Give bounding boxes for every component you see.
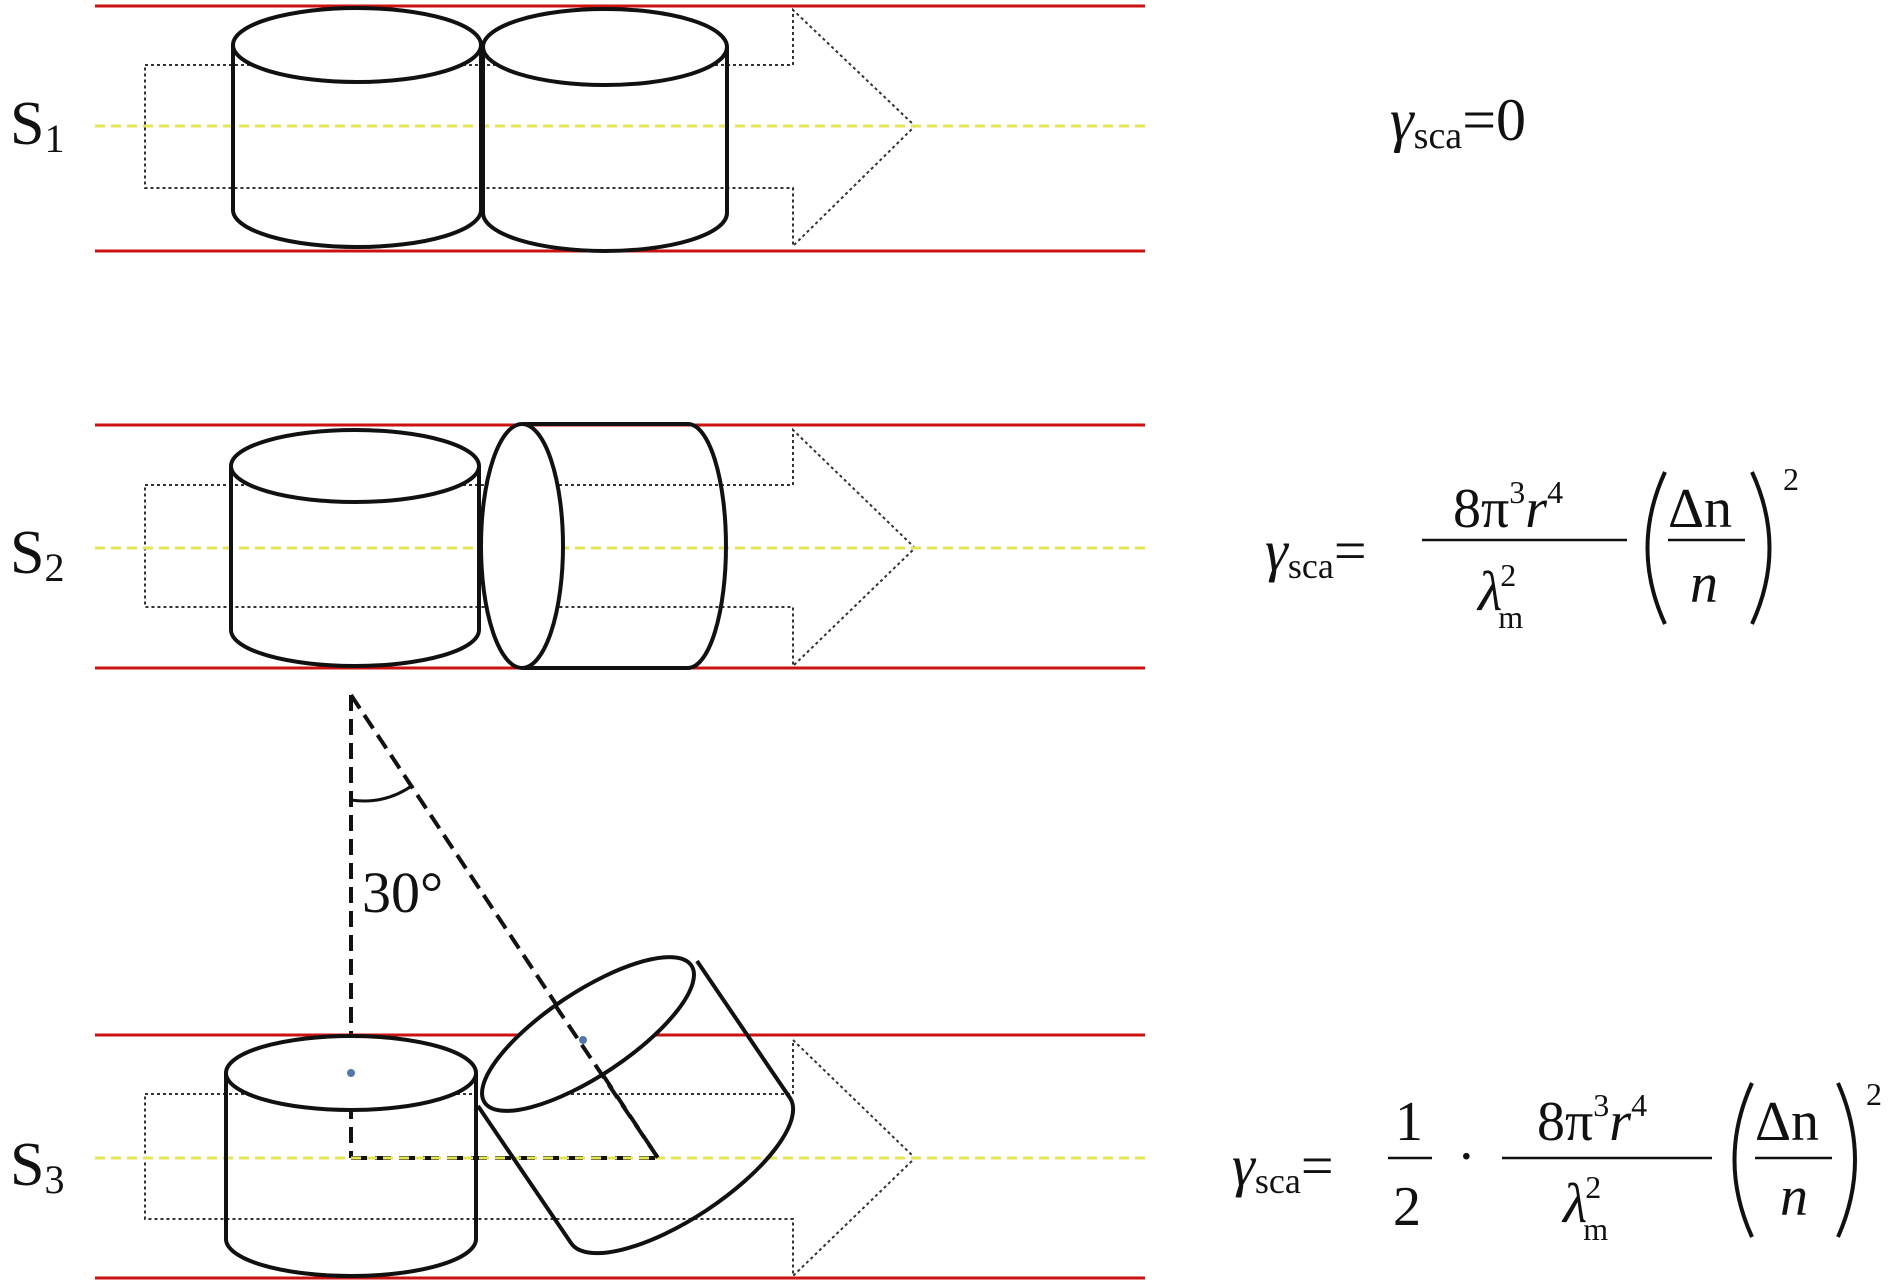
angle-label: 30°	[362, 860, 443, 925]
angle-arc	[350, 783, 414, 803]
paren-numerator: Δn	[1755, 1091, 1819, 1153]
multiply-dot: ·	[1457, 1126, 1476, 1188]
cylinder-tilted	[476, 955, 796, 1256]
right-paren	[1836, 1082, 1857, 1238]
half-numerator: 1	[1395, 1091, 1423, 1153]
row-label: S3	[10, 1131, 64, 1202]
cylinder-vertical	[231, 6, 483, 249]
center-dot	[579, 1036, 587, 1044]
paren-numerator: Δn	[1668, 478, 1732, 540]
cylinder-vertical	[481, 7, 729, 253]
gamma-symbol: γsca=	[1265, 518, 1367, 586]
cylinder-vertical	[229, 428, 481, 668]
paren-denominator: n	[1780, 1166, 1808, 1228]
formula-s1: γsca=0	[1390, 87, 1526, 157]
outer-exponent: 2	[1866, 1076, 1882, 1112]
light-arrow	[144, 7, 917, 249]
gamma-symbol: γsca=	[1232, 1133, 1334, 1201]
fraction-numerator: 8π3r4	[1453, 474, 1563, 540]
tilted-axis-line	[349, 693, 660, 1160]
row-label: S1	[10, 90, 64, 161]
light-arrow	[144, 1037, 917, 1279]
center-dot	[347, 1069, 355, 1077]
cylinder-horizontal	[479, 422, 728, 670]
fraction-numerator: 8π3r4	[1537, 1087, 1647, 1153]
left-paren	[1732, 1082, 1754, 1238]
outer-exponent: 2	[1783, 461, 1799, 497]
row-s1: S1 γsca=0	[10, 4, 1526, 253]
right-paren	[1750, 471, 1772, 625]
tilted-axis-line-overlay	[553, 1003, 660, 1160]
paren-denominator: n	[1690, 553, 1718, 615]
left-paren	[1645, 471, 1667, 625]
row-label: S2	[10, 519, 64, 590]
half-denominator: 2	[1393, 1176, 1421, 1238]
